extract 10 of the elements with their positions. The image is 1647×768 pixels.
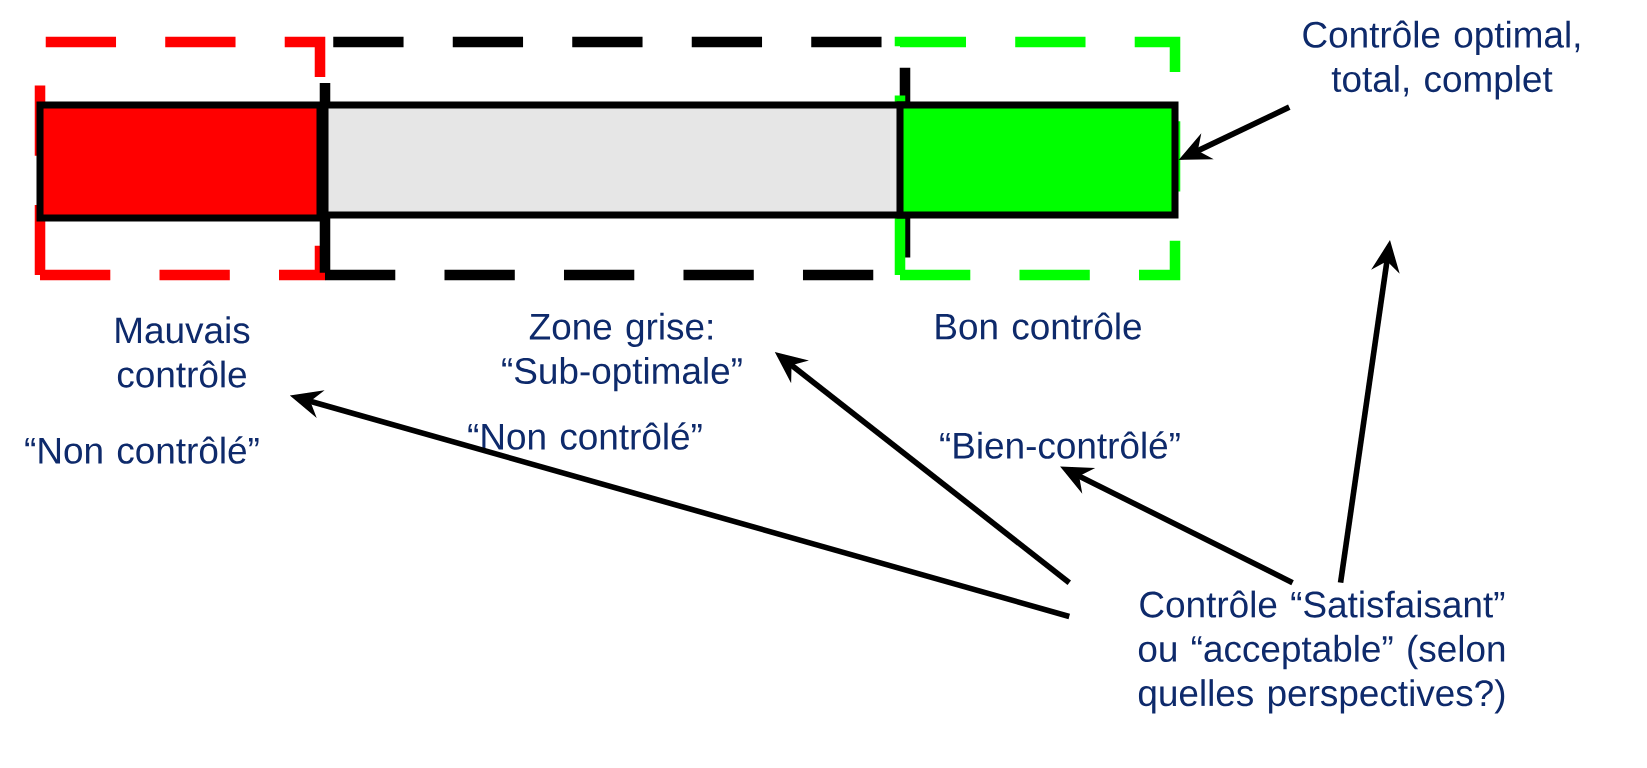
annotation-text: Zone grise: “Sub-optimale”	[502, 312, 742, 392]
annotation-text: Bon contrôle	[936, 312, 1141, 340]
annotation-text: Contrôle “Satisfaisant” ou “acceptable” (selon quelles perspectives?)	[1138, 590, 1505, 714]
annotation-text: Mauvais contrôle	[116, 316, 250, 388]
annotation-text: “Non contrôlé”	[25, 436, 259, 464]
annotation-text: Contrôle optimal, total, complet	[1303, 20, 1580, 100]
bar-segment	[896, 101, 1179, 219]
annotation-text: “Bien-contrôlé”	[940, 431, 1180, 459]
annotation-text: “Non contrôlé”	[468, 422, 702, 450]
bar-segment	[36, 101, 324, 222]
